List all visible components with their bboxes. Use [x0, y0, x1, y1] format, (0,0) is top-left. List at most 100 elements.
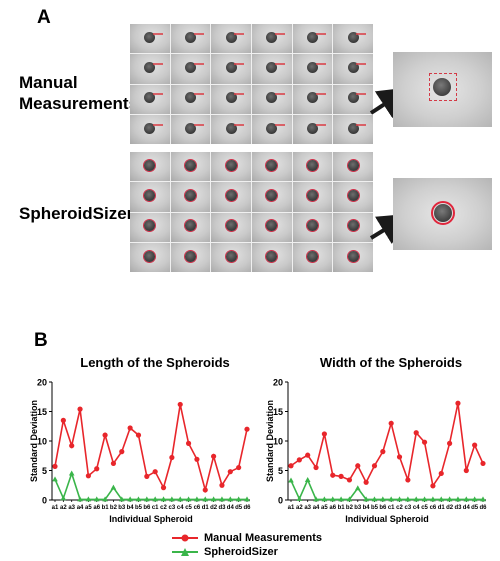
- y-tick-label: 20: [37, 378, 47, 388]
- x-tick-label: a1: [288, 505, 295, 511]
- sizer-data-point: [405, 496, 411, 502]
- sizer-spheroid-image: [211, 152, 251, 182]
- x-tick-label: c5: [421, 505, 428, 511]
- spheroidsizer-label: SpheroidSizer: [19, 203, 133, 224]
- spheroidsizer-label-line-1: SpheroidSizer: [19, 204, 134, 223]
- x-tick-label: c1: [388, 505, 395, 511]
- x-tick-label: d1: [202, 505, 210, 511]
- measurement-mark: [315, 32, 326, 35]
- manual-spheroid-image: [292, 54, 333, 84]
- measurement-mark: [193, 123, 204, 126]
- sizer-data-point: [413, 496, 420, 502]
- measurement-mark: [153, 123, 163, 126]
- sizer-data-point: [169, 496, 175, 502]
- x-tick-label: b2: [110, 505, 118, 511]
- x-tick-label: b1: [102, 505, 110, 511]
- sizer-data-point: [329, 496, 336, 502]
- sizer-spheroid-image: [292, 212, 333, 242]
- sizer-spheroid-image: [333, 212, 373, 242]
- sizer-data-point: [177, 496, 184, 502]
- y-tick-label: 0: [42, 496, 47, 506]
- spheroid: [266, 122, 278, 134]
- sizer-data-point: [463, 496, 470, 502]
- x-tick-label: d2: [210, 505, 218, 511]
- manual-data-point: [85, 473, 91, 479]
- sizer-data-point: [110, 484, 117, 490]
- x-tick-label: b1: [338, 505, 346, 511]
- measurement-mark: [234, 123, 245, 126]
- x-tick-label: a5: [321, 505, 328, 511]
- measurement-mark: [234, 93, 245, 96]
- manual-zoomed-spheroid-image: [393, 52, 492, 127]
- spheroid: [144, 220, 156, 232]
- measurement-mark: [193, 63, 204, 66]
- spheroid: [144, 190, 156, 202]
- sizer-data-point: [380, 496, 386, 502]
- spheroid: [306, 122, 318, 134]
- sizer-spheroid-image: [130, 242, 170, 272]
- measurement-mark: [275, 93, 285, 96]
- manual-data-point: [371, 463, 378, 469]
- x-tick-label: c6: [194, 505, 201, 511]
- x-tick-label: a4: [313, 505, 320, 511]
- sizer-data-point: [52, 476, 58, 482]
- spheroidsizer-image-grid: [130, 152, 373, 272]
- x-tick-label: a3: [304, 505, 311, 511]
- manual-spheroid-image: [252, 84, 292, 114]
- sizer-spheroid-image: [252, 242, 292, 272]
- manual-data-point: [480, 460, 486, 467]
- manual-data-point: [219, 482, 225, 488]
- legend-item-manual: Manual Measurements: [172, 532, 322, 544]
- x-tick-label: a6: [93, 505, 100, 511]
- sizer-series-line: [54, 470, 247, 501]
- x-tick-label: a4: [77, 505, 84, 511]
- sizer-data-point: [346, 496, 353, 502]
- sizer-spheroid-image: [252, 182, 292, 212]
- x-tick-label: b6: [143, 505, 151, 511]
- manual-data-point: [169, 454, 175, 461]
- measurement-mark: [275, 123, 285, 126]
- sizer-data-point: [202, 496, 209, 502]
- sizer-spheroid-image: [170, 152, 211, 182]
- sizer-data-point: [135, 496, 142, 502]
- manual-spheroid-image: [170, 24, 211, 54]
- manual-data-point: [288, 463, 294, 469]
- x-tick-label: a5: [85, 505, 92, 511]
- manual-data-point: [396, 454, 403, 460]
- sizer-data-point: [185, 496, 192, 502]
- sizer-data-point: [421, 496, 428, 502]
- spheroid: [306, 190, 318, 202]
- measurement-mark: [356, 32, 367, 35]
- manual-data-point: [421, 439, 428, 445]
- sizer-spheroid-image: [211, 212, 251, 242]
- sizer-data-point: [210, 496, 217, 502]
- manual-data-point: [152, 469, 158, 475]
- manual-data-point: [330, 472, 336, 478]
- spheroid: [225, 250, 237, 262]
- x-tick-label: d4: [463, 505, 471, 511]
- x-tick-label: b4: [127, 505, 135, 511]
- manual-data-point: [160, 485, 167, 491]
- spheroid: [347, 62, 359, 74]
- sizer-spheroid-image: [211, 182, 251, 212]
- sizer-spheroid-image: [170, 242, 211, 272]
- x-tick-label: d3: [218, 505, 226, 511]
- spheroid: [266, 220, 278, 232]
- measurement-mark: [153, 32, 163, 35]
- manual-zoomed-spheroid: [433, 78, 451, 96]
- spheroid: [266, 92, 278, 104]
- spheroid: [225, 159, 237, 171]
- manual-spheroid-image: [170, 84, 211, 114]
- spheroid: [347, 250, 359, 262]
- sizer-data-point: [388, 496, 394, 502]
- sizer-spheroid-image: [252, 152, 292, 182]
- manual-data-point: [119, 449, 125, 455]
- x-tick-label: b5: [371, 505, 379, 511]
- spheroid: [266, 62, 278, 74]
- spheroid: [144, 159, 156, 171]
- sizer-data-point: [194, 496, 200, 502]
- panel-a-letter: A: [37, 7, 51, 28]
- manual-data-point: [305, 452, 311, 458]
- spheroid: [347, 190, 359, 202]
- measurement-mark: [315, 63, 326, 66]
